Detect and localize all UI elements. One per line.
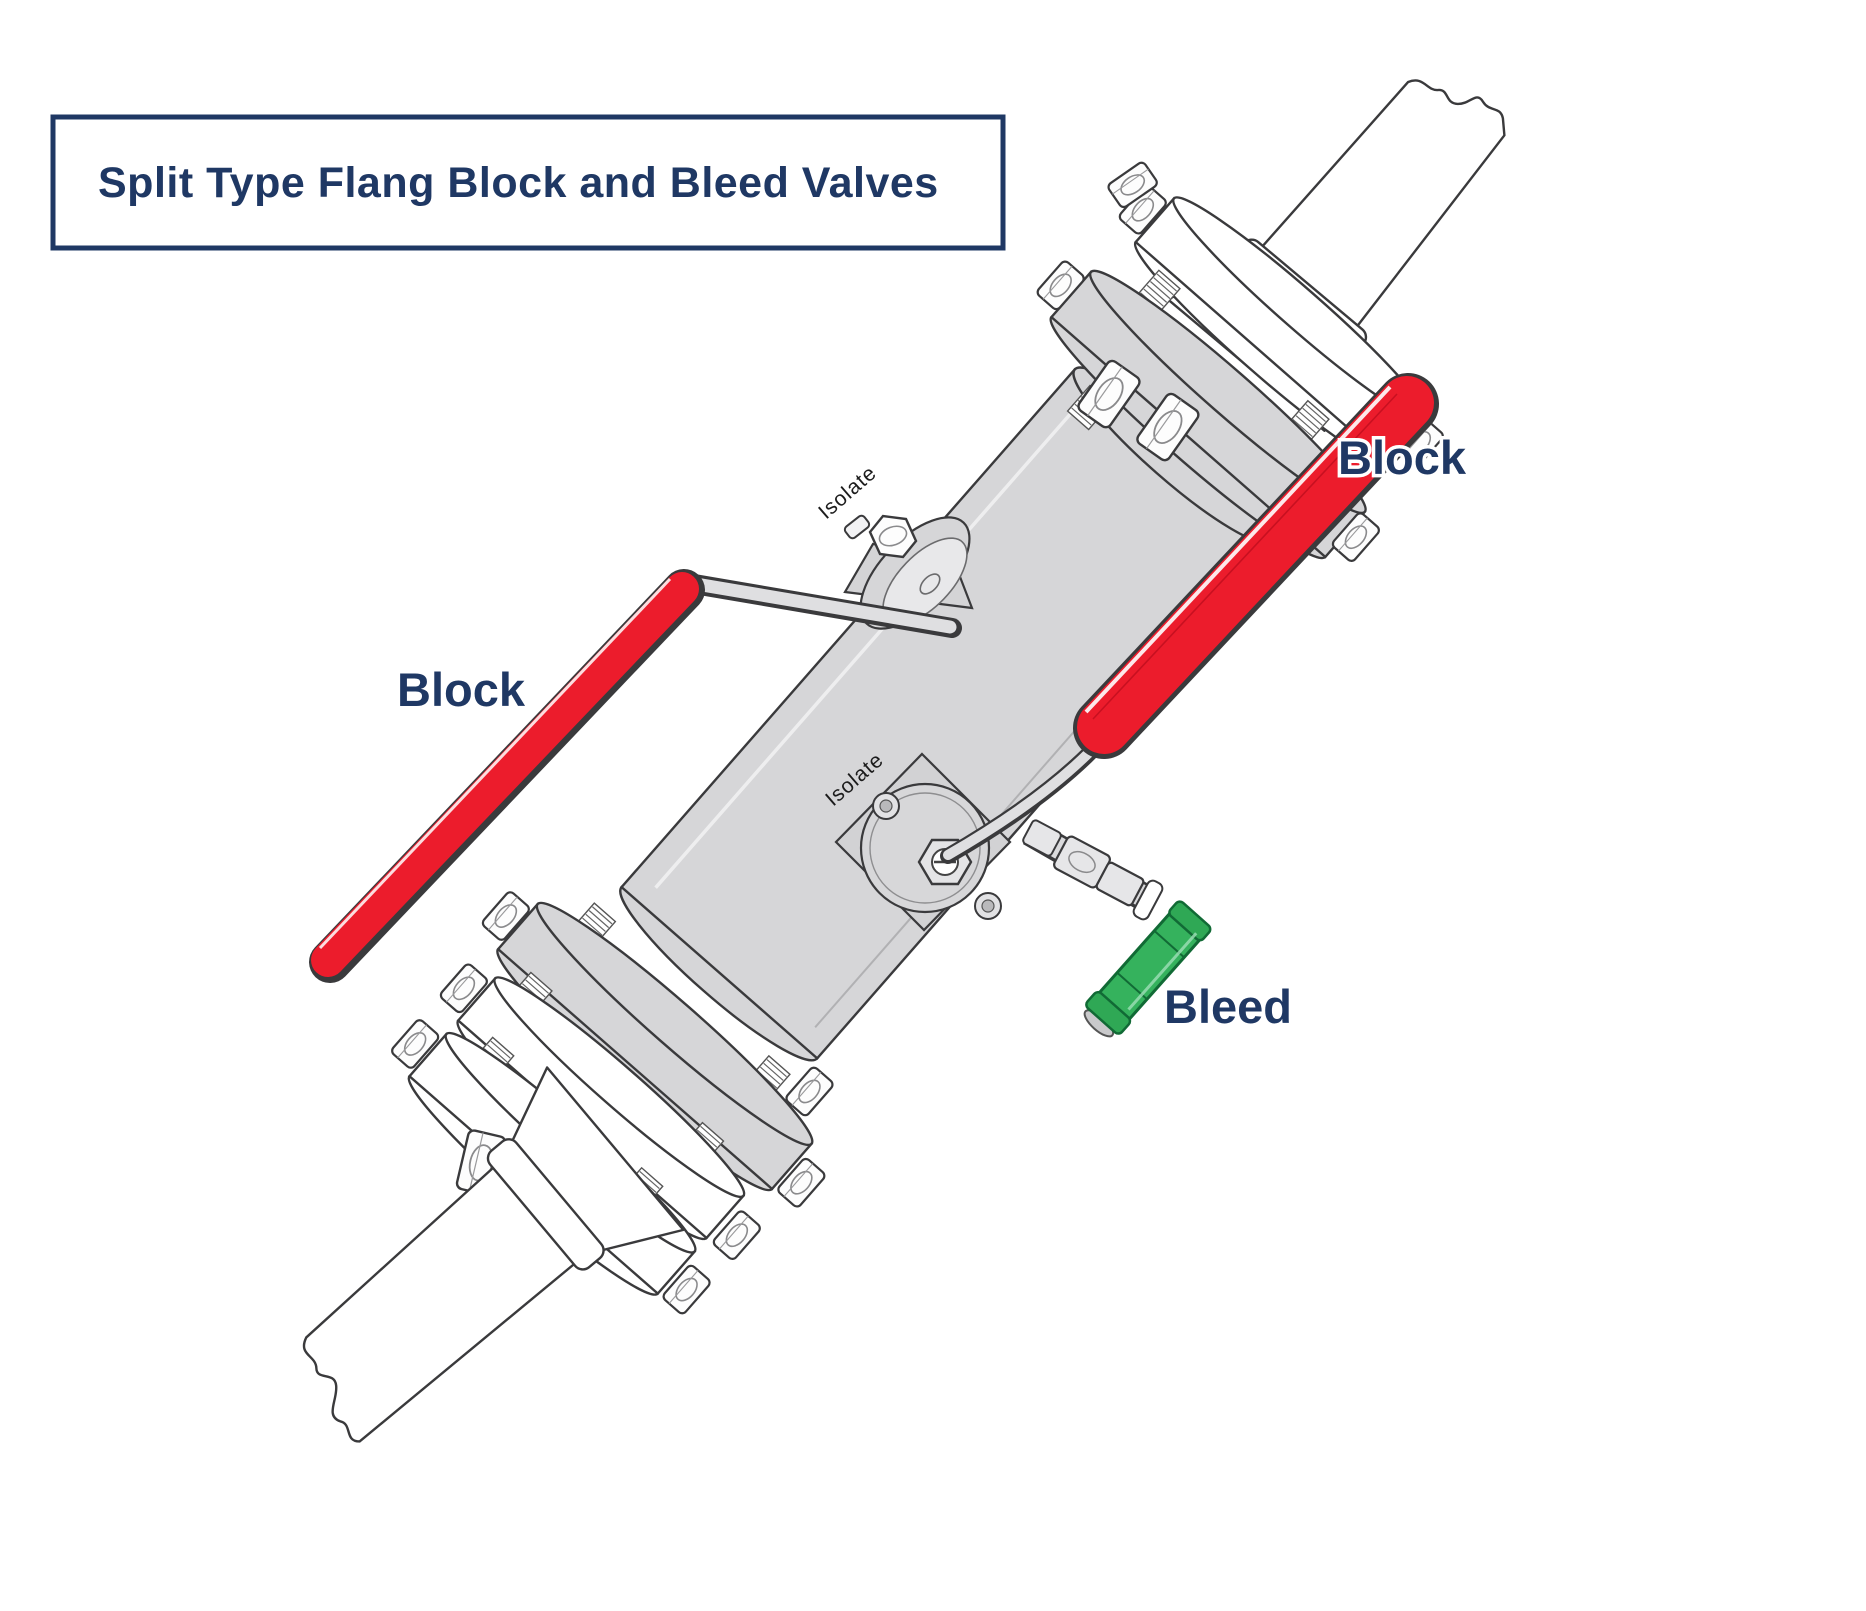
block-label-right: Block [1338, 431, 1467, 484]
block-label-left: Block [397, 663, 526, 716]
lower-pipe-tube [302, 1164, 579, 1443]
flange-disc-white-upper [1133, 196, 1429, 466]
bleed-label: Bleed [1164, 980, 1292, 1033]
trunnion-nut [868, 514, 918, 559]
block-handle-left-grip [311, 572, 699, 977]
bleed-valve [1022, 819, 1212, 1038]
isolate-label-upper: Isolate [814, 461, 881, 524]
upper-flange-stack [1034, 159, 1446, 565]
block-handle-right [940, 373, 1439, 864]
title-box-border [50, 114, 1006, 251]
bleed-handle-green [1083, 900, 1212, 1038]
isolate-valve-upper [843, 514, 974, 630]
title-box: Split Type Flang Block and Bleed Valves [50, 114, 1006, 251]
lower-pipe-collar [486, 1138, 605, 1271]
upper-pipe-tube [1260, 79, 1506, 329]
block-handle-right-grip [1077, 376, 1434, 754]
lower-pipe [302, 1066, 685, 1443]
isolate-valve-lower [834, 752, 1012, 932]
page-title: Split Type Flang Block and Bleed Valves [98, 159, 939, 207]
block-handle-left [309, 569, 962, 983]
